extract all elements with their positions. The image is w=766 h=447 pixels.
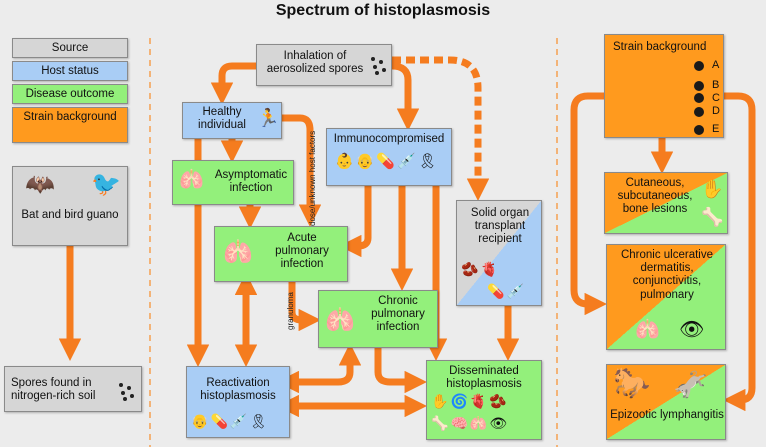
edge-label-granuloma: granuloma	[286, 292, 295, 330]
liver-icon: 🫀	[480, 261, 500, 277]
eye-icon: 👁	[489, 415, 510, 431]
bone-icon: 🦴	[431, 415, 451, 431]
pill-icon: 💊	[210, 413, 230, 429]
diagram-title: Spectrum of histoplasmosis	[275, 2, 491, 19]
ribbon-icon: 🎗	[249, 413, 270, 429]
node-chronic-ulcerative: Chronic ulcerative dermatitis, conjuncti…	[606, 244, 726, 350]
lungs-icon: 🫁	[325, 307, 355, 334]
lungs-icon: 🫁	[469, 415, 490, 431]
strain-e-dot	[694, 125, 704, 135]
arrow-healthy-to-acute	[282, 114, 322, 227]
arrow-reactivation-chronic	[276, 343, 362, 394]
horse-icon: 🐎	[613, 367, 651, 400]
syringe-icon: 💉	[229, 413, 250, 429]
pill-icon: 💊	[376, 153, 398, 170]
arrow-acute-to-chronic	[288, 282, 321, 332]
node-healthy-individual: Healthy individual 🏃	[182, 102, 282, 139]
strain-c-label: C	[712, 92, 720, 104]
node-asymptomatic-infection: 🫁 Asymptomatic infection	[172, 160, 294, 205]
eye-icon: 👁	[679, 319, 705, 341]
liver-icon: 🫀	[469, 393, 490, 409]
node-disseminated-histoplasmosis: Disseminated histoplasmosis ✋🌀🫀🫘 🦴🧠🫁👁	[426, 360, 542, 440]
lungs-icon: 🫁	[179, 169, 204, 191]
ribbon-icon: 🎗	[417, 153, 439, 170]
strain-b-label: B	[712, 79, 720, 91]
runner-icon: 🏃	[257, 108, 280, 128]
arrow-immuno-to-acute	[339, 186, 372, 258]
legend-strain-background: Strain background	[12, 107, 128, 143]
bone-icon: 🦴	[701, 207, 724, 227]
elderly-icon: 👴	[355, 153, 377, 170]
arrow-inhalation-to-immuno	[391, 62, 420, 131]
node-inhalation: Inhalation of aerosolized spores	[256, 44, 392, 86]
edge-label-dose: dose/unknown host factors	[308, 130, 317, 226]
bat-icon: 🦇	[25, 171, 55, 198]
node-epizootic-lymphangitis: 🐎 🫏 Epizootic lymphangitis	[606, 364, 726, 440]
arrow-strain-to-ulcerative	[570, 92, 607, 316]
donkey-icon: 🫏	[673, 369, 708, 400]
strain-d-dot	[694, 107, 704, 117]
immunocompromised-icons: 👶👴💊💉🎗	[335, 153, 439, 170]
legend-host-status: Host status	[12, 61, 128, 81]
strain-e-label: E	[712, 123, 720, 135]
kidney-icon: 🫘	[489, 393, 509, 409]
reactivation-icons: 👴💊💉🎗	[191, 413, 269, 429]
intestine-icon: 🌀	[450, 393, 470, 409]
node-chronic-pulmonary-infection: 🫁 Chronic pulmonary infection	[318, 290, 438, 348]
arrow-strain-to-epizootic	[723, 92, 756, 412]
legend-disease-outcome: Disease outcome	[12, 84, 128, 104]
pill-icon: 💊	[487, 283, 507, 299]
kidney-icon: 🫘	[461, 261, 481, 277]
strain-d-label: D	[712, 105, 720, 117]
arrow-chronic-to-disseminated	[374, 348, 427, 394]
brain-icon: 🧠	[450, 415, 470, 431]
treatment-icons: 💊💉	[487, 283, 526, 299]
node-acute-pulmonary-infection: 🫁 Acute pulmonary infection	[214, 226, 348, 282]
strain-b-dot	[694, 81, 704, 91]
lungs-icon: 🫁	[635, 319, 660, 341]
lungs-icon: 🫁	[223, 239, 253, 266]
hand-icon: ✋	[701, 179, 724, 199]
legend-source: Source	[12, 38, 128, 58]
node-spores-soil: Spores found in nitrogen-rich soil	[4, 366, 142, 412]
disseminated-icons-row2: 🦴🧠🫁👁	[431, 415, 509, 431]
node-solid-organ-transplant: Solid organ transplant recipient 🫘🫀 💊💉	[456, 200, 542, 306]
arrow-inhalation-to-healthy	[210, 62, 262, 105]
organ-icons: 🫘🫀	[461, 261, 500, 277]
hand-icon: ✋	[431, 393, 451, 409]
node-cutaneous-lesions: Cutaneous, subcutaneous, bone lesions ✋ …	[604, 172, 728, 234]
syringe-icon: 💉	[506, 283, 526, 299]
infant-icon: 👶	[335, 153, 356, 170]
strain-a-label: A	[712, 59, 720, 71]
spores-icon	[369, 57, 389, 75]
disseminated-icons-row1: ✋🌀🫀🫘	[431, 393, 509, 409]
strain-a-dot	[694, 61, 704, 71]
node-bat-bird-guano: 🦇 🐦 Bat and bird guano	[12, 166, 128, 246]
node-strain-background: Strain background	[604, 34, 724, 138]
spores-icon	[117, 383, 137, 401]
bird-icon: 🐦	[91, 171, 121, 198]
elderly-icon: 👴	[191, 413, 211, 429]
strain-c-dot	[694, 93, 704, 103]
node-reactivation-histoplasmosis: Reactivation histoplasmosis 👴💊💉🎗	[186, 366, 290, 438]
node-immunocompromised: Immunocompromised 👶👴💊💉🎗	[326, 128, 452, 186]
arrow-inhalation-to-solid-organ	[392, 56, 490, 201]
syringe-icon: 💉	[397, 153, 418, 170]
